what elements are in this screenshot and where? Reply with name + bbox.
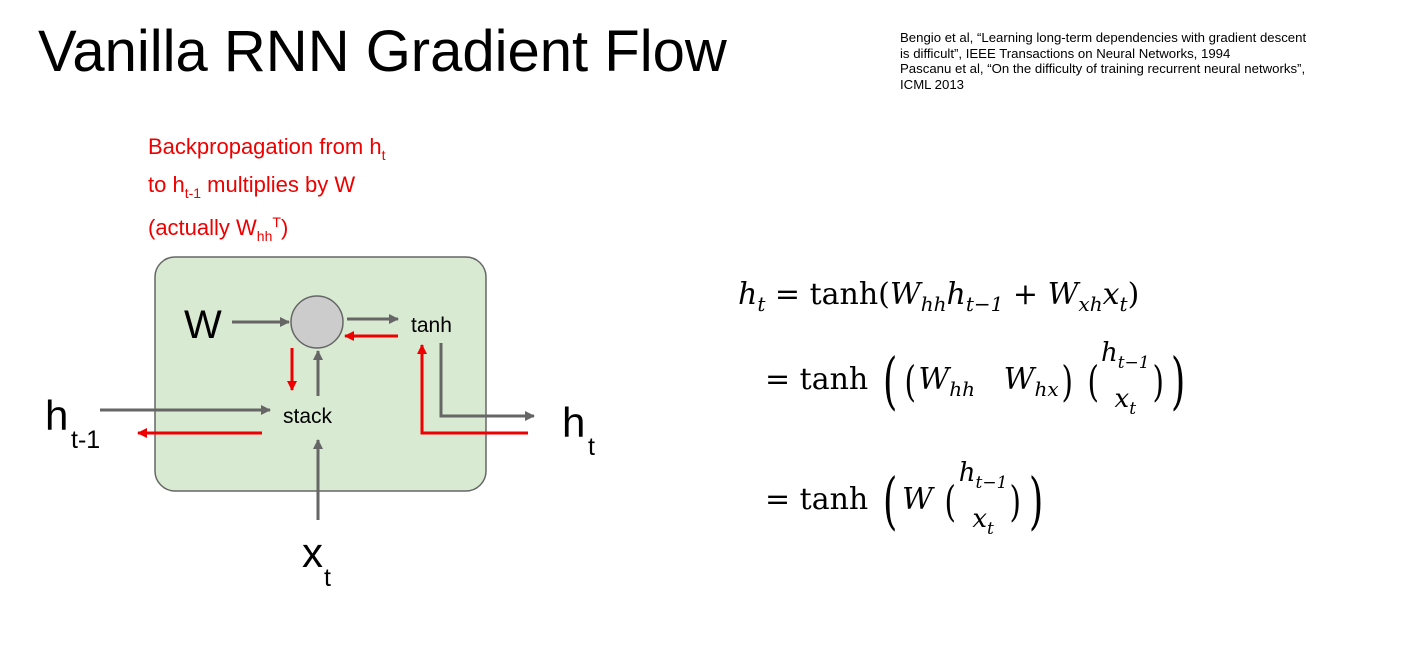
x-sub: t — [324, 564, 331, 592]
weight-label: W — [184, 303, 222, 347]
references: Bengio et al, “Learning long-term depend… — [900, 30, 1400, 92]
x-main: x — [302, 529, 323, 576]
h-prev-main: h — [45, 392, 68, 439]
eq1-lhs: h — [738, 277, 758, 312]
reference-line-1: Bengio et al, “Learning long-term depend… — [900, 30, 1307, 45]
reference-line-2: is difficult”, IEEE Transactions on Neur… — [900, 45, 1231, 61]
equation-line-1: ht = tanh(Whhht−1 + Wxhxt) — [738, 277, 1140, 316]
backprop-annotation: Backpropagation from ht to ht-1 multipli… — [148, 132, 385, 251]
backprop-hnext-to-tanh — [417, 344, 528, 435]
annotation-line-1: Backpropagation from ht — [148, 134, 386, 163]
h-prev-sub: t-1 — [71, 426, 100, 454]
arrow-tanh-to-hnext — [439, 343, 535, 421]
h-next-main: h — [562, 399, 585, 446]
multiply-node — [290, 295, 344, 349]
annotation-line-2: to ht-1 multiplies by W — [148, 172, 356, 201]
eq3-tanh: = tanh — [765, 482, 869, 517]
tanh-label: tanh — [411, 314, 452, 337]
stack-label: stack — [283, 405, 333, 428]
rnn-cell-box — [154, 256, 487, 492]
reference-line-3: Pascanu et al, “On the difficulty of tra… — [900, 61, 1306, 77]
eq2-tanh: = tanh — [765, 362, 869, 397]
annotation-line-3: (actually WhhT) — [148, 214, 289, 244]
slide-title: Vanilla RNN Gradient Flow — [38, 19, 727, 84]
x-input-label: x t — [302, 529, 331, 592]
eq1-tanh: = tanh( — [774, 277, 890, 312]
reference-line-4: ICML 2013 — [900, 76, 965, 92]
h-next-label: h t — [562, 399, 595, 461]
h-next-sub: t — [588, 433, 595, 461]
h-prev-label: h t-1 — [45, 392, 100, 454]
